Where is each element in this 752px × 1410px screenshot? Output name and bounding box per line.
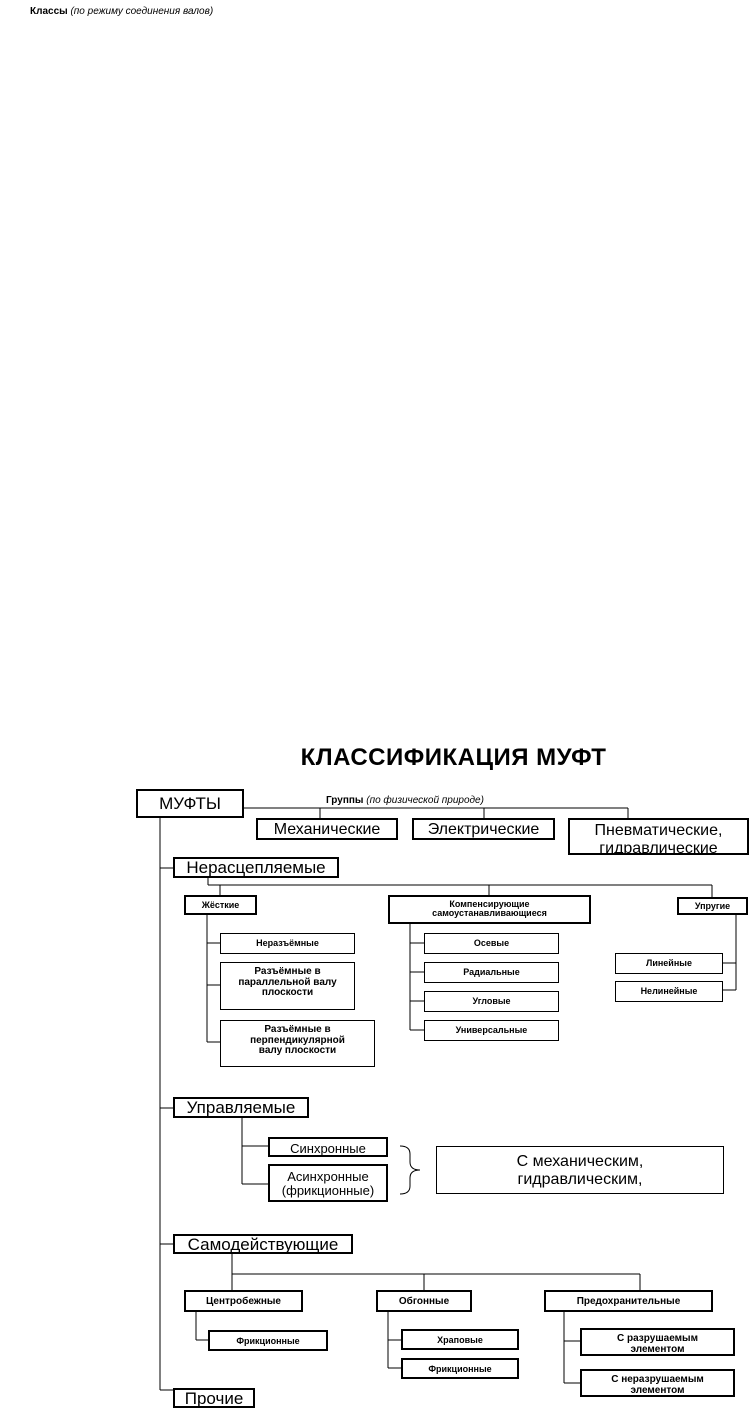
class-selfacting-label: Самодействующие <box>187 1235 339 1254</box>
safety-item: С разрушаемым элементом <box>580 1328 735 1356</box>
class-nonseparable-label: Нерасцепляемые <box>186 858 326 877</box>
compensating-item: Радиальные <box>424 962 559 983</box>
compensating-item-label: Угловые <box>472 996 511 1006</box>
safety-box: Предохранительные <box>544 1290 713 1312</box>
rigid-item-label: Разъёмные в перпендикулярной валу плоско… <box>250 1024 345 1056</box>
safety-item: С неразрушаемым элементом <box>580 1369 735 1397</box>
controlled-item: Синхронные <box>268 1137 388 1157</box>
controlled-item: Асинхронные (фрикционные) <box>268 1164 388 1202</box>
safety-item-label: С разрушаемым элементом <box>617 1333 698 1355</box>
elastic-label: Упругие <box>694 901 731 911</box>
group-pneumatic-label: Пневматические, гидравлические <box>594 822 723 855</box>
overrunning-item: Храповые <box>401 1329 519 1350</box>
overrunning-item-label: Храповые <box>437 1335 483 1345</box>
compensating-item-label: Радиальные <box>463 967 520 977</box>
safety-label: Предохранительные <box>576 1296 681 1307</box>
compensating-item-label: Универсальные <box>455 1025 528 1035</box>
overrunning-box: Обгонные <box>376 1290 472 1312</box>
classes-caption-note: (по режиму соединения валов) <box>70 6 214 17</box>
rigid-item-label: Разъёмные в параллельной валу плоскости <box>238 966 337 998</box>
class-other-label: Прочие <box>184 1389 244 1408</box>
compensating-item: Осевые <box>424 933 559 954</box>
elastic-item: Линейные <box>615 953 723 974</box>
rigid-item-label: Неразъёмные <box>256 938 319 948</box>
compensating-label: Компенсирующие самоустанавливающиеся <box>432 899 547 919</box>
centrifugal-item-label: Фрикционные <box>236 1336 300 1346</box>
overrunning-item: Фрикционные <box>401 1358 519 1379</box>
controlled-note-label: С механическим, гидравлическим, <box>516 1153 644 1188</box>
controlled-item-label: Синхронные <box>290 1141 366 1156</box>
overrunning-item-label: Фрикционные <box>428 1364 492 1374</box>
centrifugal-item: Фрикционные <box>208 1330 328 1351</box>
root-box: МУФТЫ <box>136 789 244 818</box>
group-electrical: Электрические <box>412 818 555 840</box>
rigid-item: Разъёмные в перпендикулярной валу плоско… <box>220 1020 375 1067</box>
rigid-box: Жёсткие <box>184 895 257 915</box>
groups-caption-label: Группы <box>326 795 364 806</box>
classes-caption: Классы (по режиму соединения валов) <box>30 6 213 17</box>
rigid-label: Жёсткие <box>201 900 240 910</box>
groups-caption-note: (по физической природе) <box>366 795 484 806</box>
class-nonseparable: Нерасцепляемые <box>173 857 339 878</box>
class-selfacting: Самодействующие <box>173 1234 353 1254</box>
centrifugal-label: Центробежные <box>206 1296 281 1307</box>
group-electrical-label: Электрические <box>427 821 540 838</box>
compensating-item: Универсальные <box>424 1020 559 1041</box>
group-mechanical-label: Механические <box>273 821 381 838</box>
compensating-box: Компенсирующие самоустанавливающиеся <box>388 895 591 924</box>
diagram-title: КЛАССИФИКАЦИЯ МУФТ <box>300 744 607 771</box>
controlled-note-box: С механическим, гидравлическим, <box>436 1146 724 1194</box>
class-controlled: Управляемые <box>173 1097 309 1118</box>
rigid-item: Неразъёмные <box>220 933 355 954</box>
classes-caption-label: Классы <box>30 6 68 17</box>
groups-caption: Группы (по физической природе) <box>326 795 484 806</box>
centrifugal-box: Центробежные <box>184 1290 303 1312</box>
overrunning-label: Обгонные <box>398 1296 450 1307</box>
controlled-item-label: Асинхронные (фрикционные) <box>281 1169 375 1198</box>
compensating-item-label: Осевые <box>473 938 510 948</box>
class-controlled-label: Управляемые <box>186 1098 296 1117</box>
group-mechanical: Механические <box>256 818 398 840</box>
compensating-item: Угловые <box>424 991 559 1012</box>
elastic-item-label: Нелинейные <box>640 986 698 996</box>
group-pneumatic: Пневматические, гидравлические <box>568 818 749 855</box>
class-other: Прочие <box>173 1388 255 1408</box>
root-label: МУФТЫ <box>159 794 221 813</box>
elastic-item: Нелинейные <box>615 981 723 1002</box>
safety-item-label: С неразрушаемым элементом <box>611 1374 704 1396</box>
rigid-item: Разъёмные в параллельной валу плоскости <box>220 962 355 1010</box>
elastic-item-label: Линейные <box>646 958 692 968</box>
elastic-box: Упругие <box>677 897 748 915</box>
